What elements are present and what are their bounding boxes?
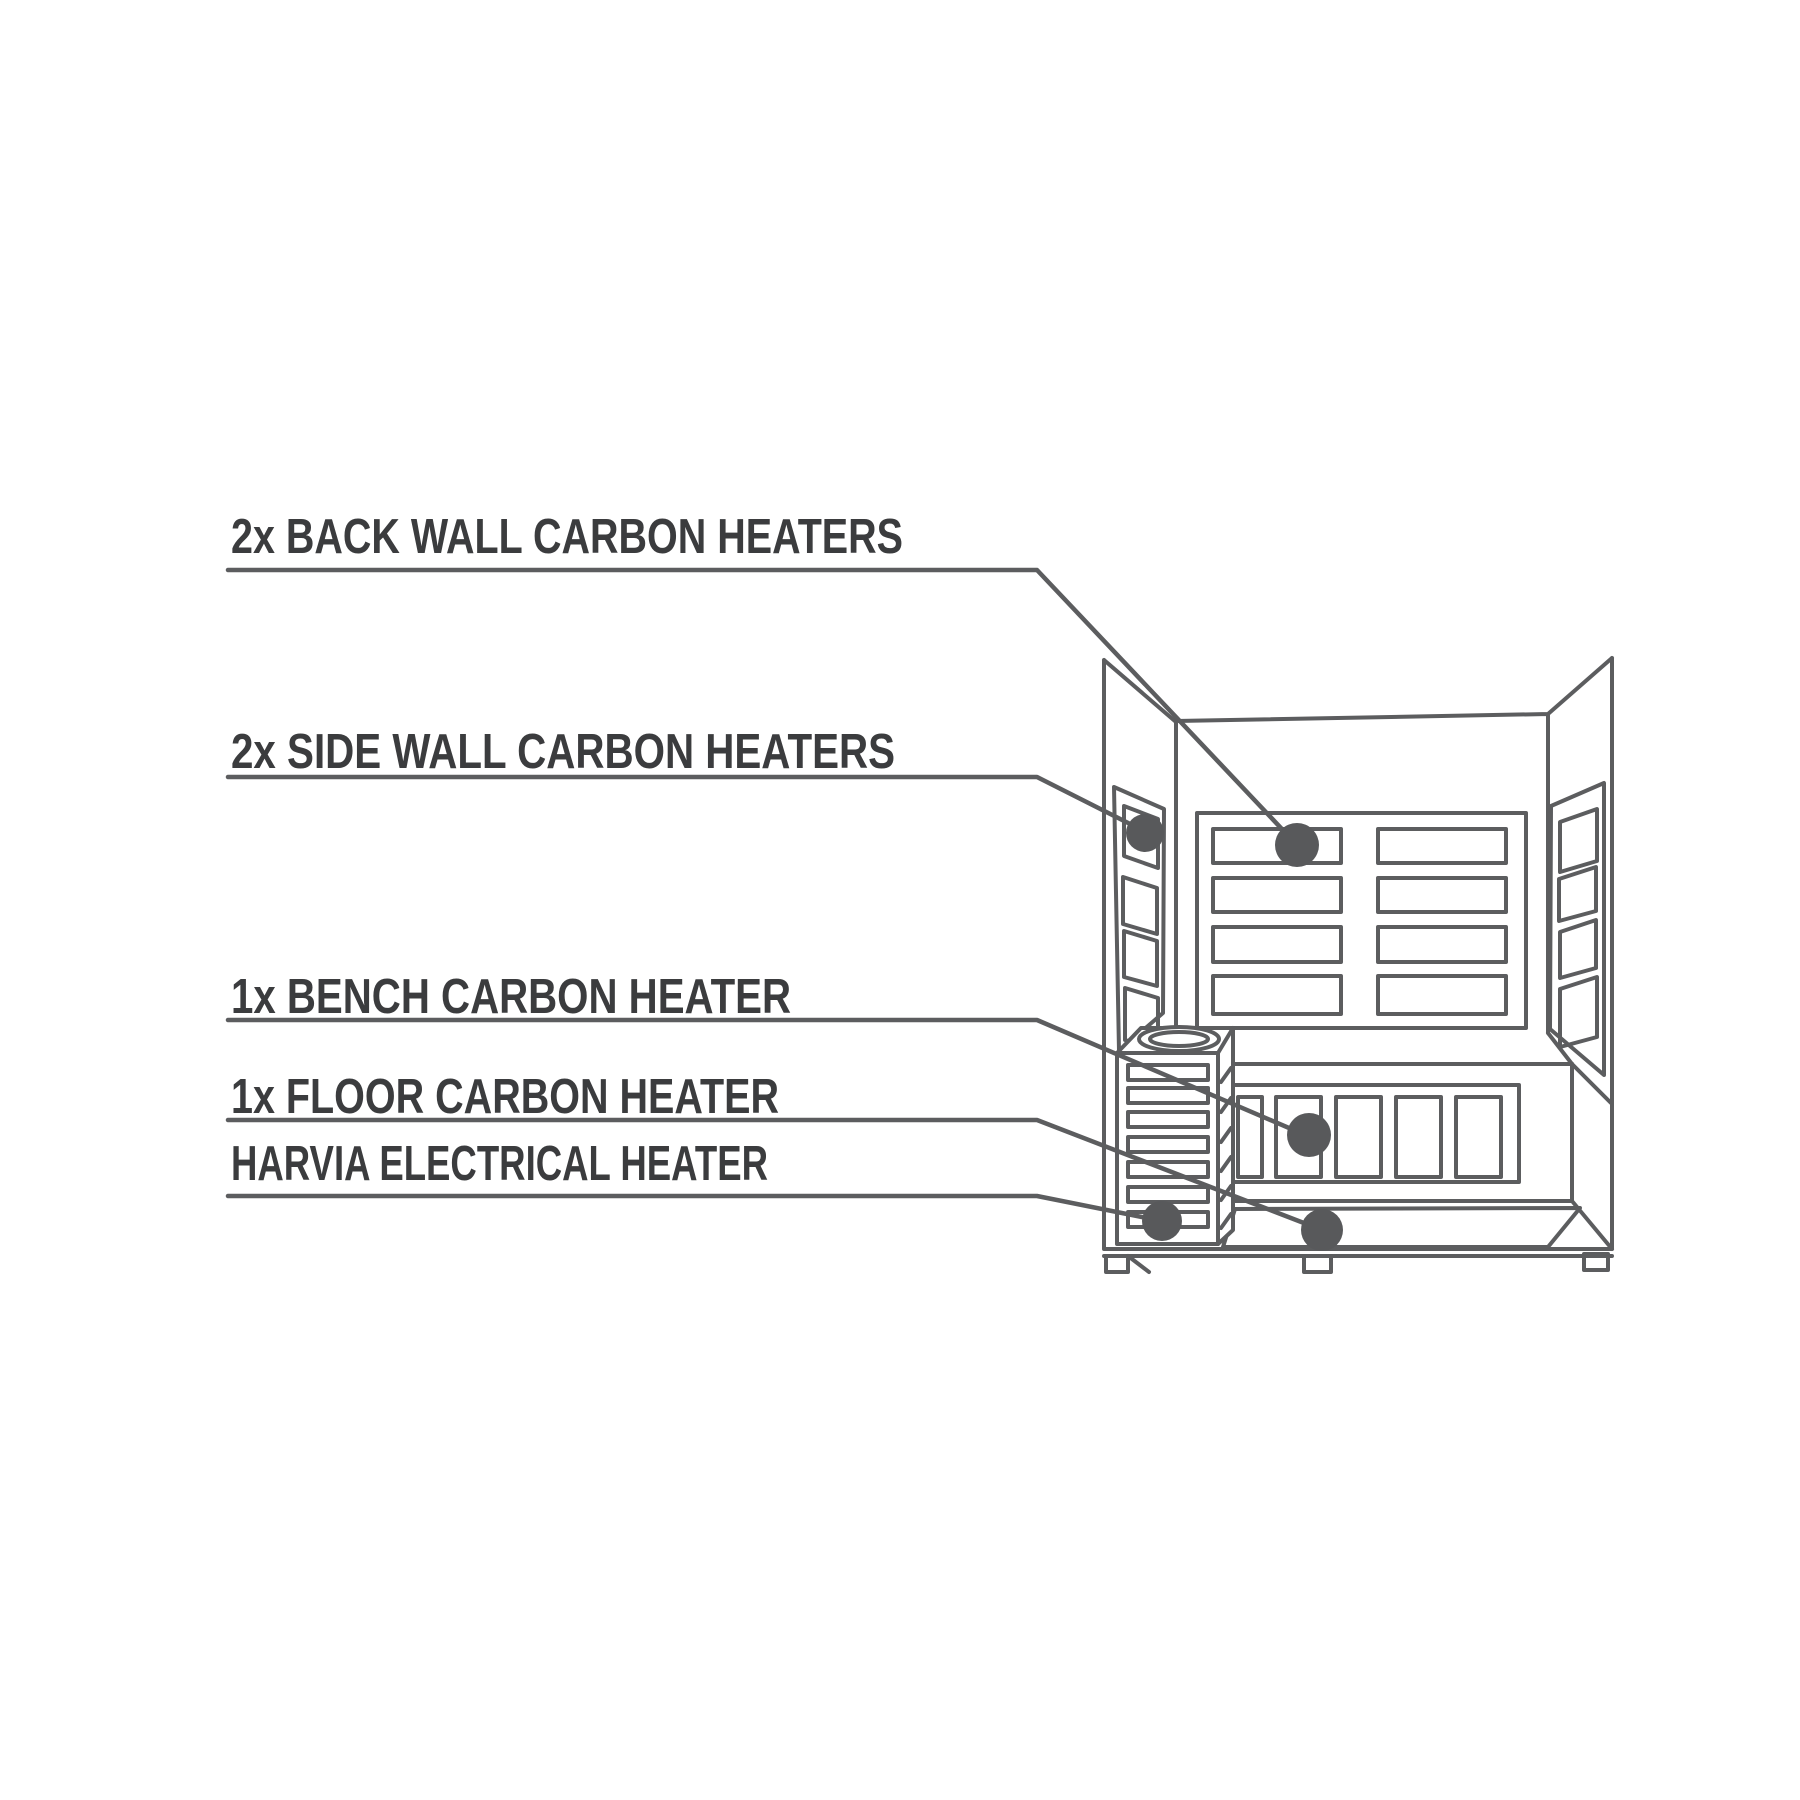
label-floor-heater: 1x FLOOR CARBON HEATER: [231, 1070, 779, 1124]
harvia-slat: [1126, 1063, 1210, 1082]
sauna-drawing: [1102, 656, 1614, 1274]
bench-heater-segment: [1236, 1095, 1264, 1179]
back-heater-slat: [1376, 876, 1508, 914]
right-panel-segment: [1558, 807, 1599, 874]
back-wall-heater-panel: [1195, 811, 1528, 1030]
right-panel-segment: [1558, 918, 1598, 980]
sauna-leg: [1582, 1252, 1610, 1272]
left-panel-segment: [1121, 875, 1159, 936]
back-heater-slat: [1211, 876, 1343, 914]
bench-heater-panel: [1174, 1062, 1614, 1251]
label-side-wall-heaters: 2x SIDE WALL CARBON HEATERS: [231, 725, 895, 779]
bench-heater-segment: [1394, 1095, 1443, 1179]
callout-line-bench: [225, 1017, 1313, 1140]
harvia-slat: [1126, 1110, 1210, 1129]
harvia-electrical-heater: [1115, 1025, 1235, 1246]
label-back-wall-heaters: 2x BACK WALL CARBON HEATERS: [231, 510, 903, 564]
callout-line-electrical: [225, 1193, 1165, 1224]
callout-line-floor: [225, 1117, 1325, 1233]
sauna-leg-side: [1126, 1254, 1151, 1274]
callout-line-back-wall: [225, 567, 1300, 848]
right-panel-frame: [1548, 781, 1606, 1077]
marker-dot-bench: [1287, 1113, 1331, 1157]
back-heater-slat: [1211, 925, 1343, 964]
back-heater-slat: [1376, 827, 1508, 865]
right-panel-segment: [1557, 865, 1598, 923]
harvia-slat: [1126, 1135, 1210, 1154]
marker-dots: [1126, 814, 1343, 1251]
left-panel-segment: [1122, 929, 1159, 988]
back-heater-slat: [1211, 827, 1343, 865]
right-side-wall-heater-panel: [1548, 781, 1606, 1077]
label-electrical-heater: HARVIA ELECTRICAL HEATER: [231, 1137, 768, 1191]
left-panel-frame: [1112, 785, 1166, 1053]
back-heater-slat: [1211, 974, 1343, 1016]
marker-dot-side-wall: [1126, 814, 1164, 852]
right-panel-segment: [1558, 975, 1599, 1049]
back-heater-slat: [1376, 974, 1508, 1016]
bench-heater-segment: [1334, 1095, 1383, 1179]
sauna-leg: [1302, 1254, 1333, 1274]
harvia-side-vents: [1219, 1066, 1233, 1230]
label-bench-heater: 1x BENCH CARBON HEATER: [231, 970, 791, 1024]
marker-dot-electrical: [1142, 1201, 1182, 1241]
harvia-top-rim-inner: [1148, 1030, 1210, 1048]
callout-line-side-wall: [225, 774, 1149, 835]
marker-dot-floor: [1301, 1209, 1343, 1251]
harvia-slat: [1126, 1160, 1210, 1179]
callout-lines: [225, 567, 1325, 1233]
bench-right-side: [1570, 1062, 1614, 1251]
sauna-leg: [1104, 1254, 1130, 1274]
harvia-body-edges: [1115, 1026, 1235, 1246]
back-heater-frame: [1195, 811, 1528, 1030]
back-heater-slat: [1376, 925, 1508, 964]
callout-labels: 2x BACK WALL CARBON HEATERS 2x SIDE WALL…: [231, 510, 903, 1191]
marker-dot-back-wall: [1275, 823, 1319, 867]
bench-heater-segment: [1454, 1095, 1503, 1179]
